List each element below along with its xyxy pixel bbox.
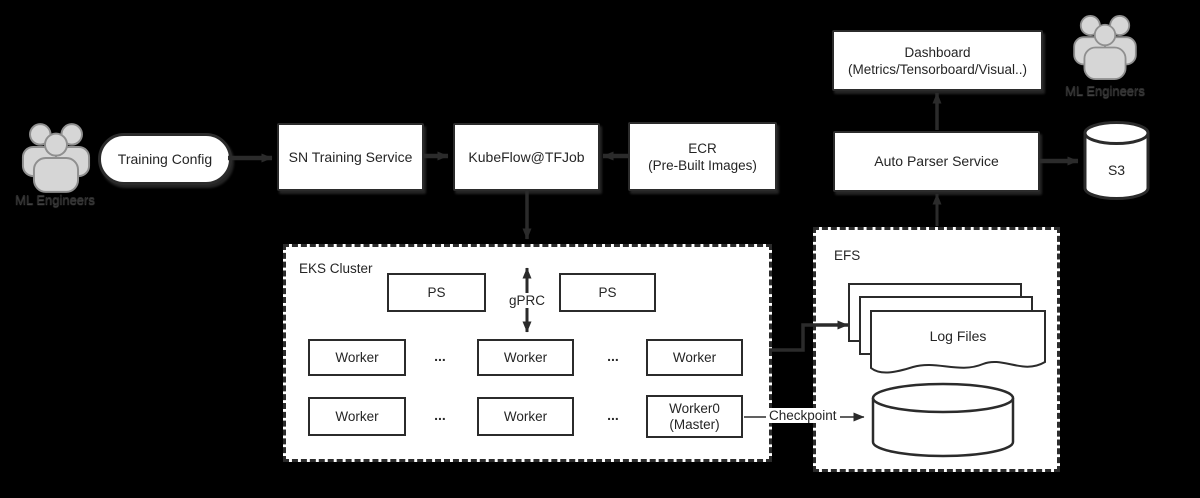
worker-node: Worker bbox=[308, 397, 406, 436]
sn-training-service-label: SN Training Service bbox=[288, 148, 413, 165]
eks-cluster-container: EKS Cluster PS PS Worker ... Worker ... … bbox=[283, 244, 772, 462]
training-config-node: Training Config bbox=[98, 133, 232, 185]
worker-label: Worker bbox=[335, 409, 379, 424]
ellipsis: ... bbox=[607, 406, 619, 423]
s3-store: S3 bbox=[1083, 120, 1150, 202]
worker-label: Worker bbox=[335, 350, 379, 365]
eks-cluster-title: EKS Cluster bbox=[299, 261, 373, 276]
worker-node: Worker bbox=[477, 339, 574, 376]
worker-node: Worker bbox=[477, 397, 574, 436]
dashboard-label-line1: Dashboard bbox=[904, 44, 971, 60]
ellipsis: ... bbox=[434, 406, 446, 423]
kubeflow-tfjob-node: KubeFlow@TFJob bbox=[453, 123, 600, 191]
ellipsis: ... bbox=[607, 347, 619, 364]
ecr-node: ECR (Pre-Built Images) bbox=[628, 122, 777, 191]
s3-label: S3 bbox=[1107, 162, 1126, 178]
ps-node: PS bbox=[387, 273, 486, 312]
worker0-label-line1: Worker0 bbox=[669, 400, 720, 416]
worker0-label-line2: (Master) bbox=[669, 416, 720, 432]
people-group-icon bbox=[1073, 15, 1137, 80]
ps-label: PS bbox=[427, 285, 446, 300]
auto-parser-service-node: Auto Parser Service bbox=[833, 131, 1040, 192]
worker-node: Worker bbox=[308, 339, 406, 376]
worker-node: Worker bbox=[646, 339, 743, 376]
ml-engineers-right-label: ML Engineers bbox=[1065, 83, 1145, 98]
ps-label: PS bbox=[598, 285, 617, 300]
auto-parser-service-label: Auto Parser Service bbox=[874, 153, 999, 169]
dashboard-label-line2: (Metrics/Tensorboard/Visual..) bbox=[847, 61, 1028, 77]
dashboard-node: Dashboard (Metrics/Tensorboard/Visual..) bbox=[832, 30, 1043, 91]
ellipsis: ... bbox=[434, 347, 446, 364]
training-config-label: Training Config bbox=[117, 150, 213, 167]
cylinder-icon bbox=[1083, 121, 1150, 200]
checkpoint-label: Checkpoint bbox=[766, 408, 840, 423]
people-group-icon bbox=[21, 123, 91, 193]
ps-node: PS bbox=[559, 273, 656, 312]
grpc-label: gPRC bbox=[506, 293, 549, 308]
efs-container: EFS Log Files bbox=[813, 227, 1060, 472]
worker-label: Worker bbox=[672, 350, 717, 365]
kubeflow-tfjob-label: KubeFlow@TFJob bbox=[468, 148, 585, 165]
worker0-master-node: Worker0 (Master) bbox=[646, 395, 743, 438]
sn-training-service-node: SN Training Service bbox=[277, 123, 424, 191]
ml-engineers-left-label: ML Engineers bbox=[15, 192, 95, 207]
log-files-label: Log Files bbox=[929, 328, 987, 344]
stacked-documents-icon bbox=[848, 283, 1046, 374]
worker-label: Worker bbox=[503, 350, 548, 365]
efs-title: EFS bbox=[834, 248, 861, 263]
database-cylinder-icon bbox=[871, 382, 1015, 458]
ecr-label-line1: ECR bbox=[688, 140, 717, 156]
ecr-label-line2: (Pre-Built Images) bbox=[648, 157, 757, 173]
worker-label: Worker bbox=[503, 409, 548, 424]
